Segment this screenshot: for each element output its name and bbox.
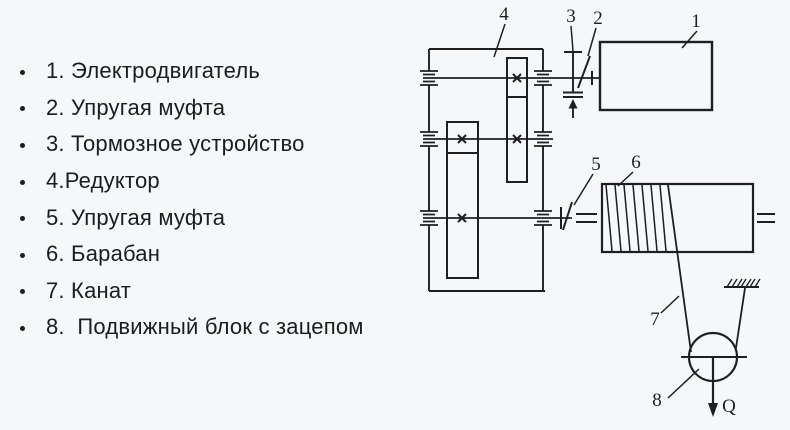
legend-item-drum: 6. Барабан bbox=[20, 236, 364, 273]
leader-6 bbox=[617, 171, 634, 187]
callout-brake: 3 bbox=[566, 6, 576, 27]
bullet-icon bbox=[20, 179, 25, 185]
leader-4 bbox=[493, 23, 506, 58]
legend-item-label: 5. Упругая муфта bbox=[46, 204, 226, 230]
gear-pair-2 bbox=[446, 121, 479, 279]
rope-line bbox=[667, 184, 692, 353]
bullet-icon bbox=[20, 216, 25, 222]
leader-7 bbox=[660, 295, 680, 314]
shaft-lines bbox=[423, 77, 600, 219]
legend-item-label: 4.Редуктор bbox=[46, 168, 160, 194]
legend-item-label: 3. Тормозное устройство bbox=[46, 131, 305, 157]
brake-symbol bbox=[563, 51, 583, 118]
callout-block: 8 bbox=[652, 390, 662, 411]
leader-3 bbox=[570, 25, 574, 52]
anchor-rope-line bbox=[735, 287, 746, 349]
legend-item-coupling: 2. Упругая муфта bbox=[20, 90, 364, 127]
gear-fixed-marks bbox=[457, 73, 522, 223]
bullet-icon bbox=[20, 106, 25, 112]
anchor-support bbox=[724, 278, 761, 349]
drum-bearing-left bbox=[576, 213, 597, 223]
callout-rope: 7 bbox=[650, 309, 660, 330]
legend-item-gearbox: 4.Редуктор bbox=[20, 163, 364, 200]
gearbox-housing bbox=[428, 48, 545, 292]
bullet-icon bbox=[20, 252, 25, 258]
legend-list: 1. Электродвигатель 2. Упругая муфта 3. … bbox=[20, 53, 364, 346]
coupling-2-symbol bbox=[577, 55, 593, 89]
leader-8 bbox=[667, 368, 700, 399]
bearing-symbols bbox=[420, 70, 552, 226]
callout-gearbox: 4 bbox=[499, 4, 509, 25]
load-label: Q bbox=[722, 396, 736, 417]
down-arrow-icon bbox=[708, 403, 718, 417]
drum-winding-hatch bbox=[605, 184, 667, 252]
legend-item-motor: 1. Электродвигатель bbox=[20, 53, 364, 90]
legend-item-brake: 3. Тормозное устройство bbox=[20, 126, 364, 163]
load-arrow bbox=[708, 357, 718, 417]
leader-2 bbox=[587, 27, 597, 57]
callout-drum: 6 bbox=[631, 152, 641, 173]
motor-box bbox=[598, 40, 714, 112]
brake-arrow-icon bbox=[568, 99, 578, 109]
drum-bearing-right bbox=[757, 213, 775, 223]
legend-item-label: 2. Упругая муфта bbox=[46, 94, 226, 120]
callout-labels: 1 2 3 4 5 6 7 8 Q bbox=[499, 4, 736, 417]
callout-coupling: 2 bbox=[593, 8, 603, 29]
bullet-icon bbox=[20, 325, 25, 331]
gear-pair-1 bbox=[506, 57, 528, 183]
legend-item-label: 1. Электродвигатель bbox=[46, 58, 261, 84]
bullet-icon bbox=[20, 289, 25, 295]
callout-coupling-2: 5 bbox=[591, 154, 601, 175]
anchor-hatch bbox=[726, 278, 761, 288]
legend-item-block: 8. Подвижный блок с зацепом bbox=[20, 309, 364, 346]
bullet-icon bbox=[20, 69, 25, 75]
bullet-icon bbox=[20, 142, 25, 148]
legend-item-label: 6. Барабан bbox=[46, 241, 161, 267]
legend-item-label: 8. Подвижный блок с зацепом bbox=[46, 314, 364, 340]
coupling-5-symbol bbox=[560, 201, 573, 231]
legend-item-label: 7. Канат bbox=[46, 277, 132, 303]
leader-1 bbox=[681, 30, 698, 49]
callout-motor: 1 bbox=[691, 11, 701, 32]
legend-item-rope: 7. Канат bbox=[20, 273, 364, 310]
leader-5 bbox=[573, 173, 594, 206]
callout-leaders bbox=[493, 23, 700, 399]
legend-item-coupling-2: 5. Упругая муфта bbox=[20, 199, 364, 236]
